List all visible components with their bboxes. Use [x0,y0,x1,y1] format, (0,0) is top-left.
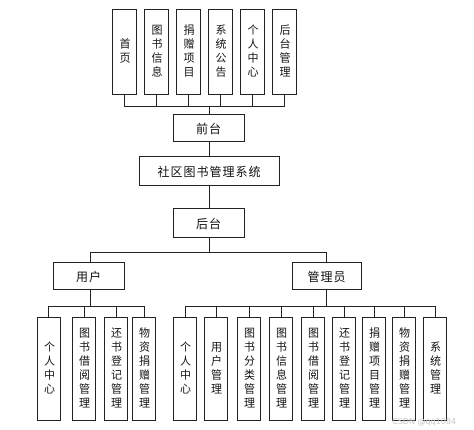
frontend-module-label: 捐赠项目 [182,24,195,80]
admin-module-label: 捐赠项目管理 [367,327,381,411]
connector-line [344,306,345,317]
connector-line [90,290,91,306]
frontend-module-donation-projects: 捐赠项目 [176,9,201,95]
frontend-module-label: 后台管理 [278,24,291,80]
admin-module-borrow-management: 图书借阅管理 [301,317,325,421]
connector-line [326,290,327,306]
connector-line [124,95,125,106]
admin-module-label: 用户管理 [209,341,223,397]
frontend-label: 前台 [195,121,222,136]
frontend-module-label: 个人中心 [246,24,259,80]
connector-line [144,306,145,317]
connector-line [313,306,314,317]
admin-module-book-info-management: 图书信息管理 [269,317,293,421]
admin-module-return-registration: 还书登记管理 [332,317,356,421]
watermark: CSDN @qq1084 [392,417,456,426]
user-module-label: 个人中心 [42,341,56,397]
watermark-text: CSDN @qq1084 [392,417,456,426]
connector-line [281,306,282,317]
connector-line [404,306,405,317]
connector-line [374,306,375,317]
connector-line [188,95,189,106]
backend-label: 后台 [195,216,222,231]
user-module-donation-management: 物资捐赠管理 [132,317,156,421]
connector-bus [124,106,285,107]
admin-module-personal-center: 个人中心 [173,317,197,421]
connector-line [220,95,221,106]
user-module-label: 物资捐赠管理 [137,327,151,411]
frontend-module-book-info: 图书信息 [144,9,169,95]
backend-node: 后台 [173,208,245,238]
connector-bus [90,252,327,253]
user-module-label: 图书借阅管理 [77,327,91,411]
admin-module-label: 图书分类管理 [242,327,256,411]
connector-line [249,306,250,317]
connector-line [185,306,186,317]
role-user-node: 用户 [53,262,125,290]
user-module-return-registration: 还书登记管理 [104,317,128,421]
connector-line [216,306,217,317]
connector-line [116,306,117,317]
connector-line [326,252,327,262]
admin-module-label: 个人中心 [178,341,192,397]
admin-module-donation-management: 物资捐赠管理 [392,317,416,421]
frontend-module-announcements: 系统公告 [208,9,233,95]
frontend-module-personal-center: 个人中心 [240,9,265,95]
connector-bus [185,306,436,307]
frontend-module-label: 系统公告 [214,24,227,80]
frontend-module-home: 首页 [112,9,137,95]
connector-line [48,306,49,317]
frontend-node: 前台 [173,114,245,142]
admin-module-label: 系统管理 [428,341,442,397]
connector-line [209,106,210,114]
system-root-node: 社区图书管理系统 [139,156,280,186]
admin-module-category-management: 图书分类管理 [237,317,261,421]
admin-module-label: 还书登记管理 [337,327,351,411]
frontend-module-label: 首页 [118,38,131,66]
system-title: 社区图书管理系统 [157,164,262,179]
connector-line [84,306,85,317]
role-admin-label: 管理员 [307,269,347,284]
connector-line [209,142,210,156]
connector-line [435,306,436,317]
admin-module-system-management: 系统管理 [423,317,447,421]
frontend-module-label: 图书信息 [150,24,163,80]
admin-module-donation-project-management: 捐赠项目管理 [362,317,386,421]
admin-module-label: 物资捐赠管理 [397,327,411,411]
user-module-personal-center: 个人中心 [37,317,61,421]
admin-module-user-management: 用户管理 [204,317,228,421]
connector-line [209,186,210,208]
role-user-label: 用户 [75,269,102,284]
admin-module-label: 图书借阅管理 [306,327,320,411]
connector-line [156,95,157,106]
user-module-label: 还书登记管理 [109,327,123,411]
user-module-borrow-management: 图书借阅管理 [72,317,96,421]
connector-bus [48,306,144,307]
connector-line [90,252,91,262]
connector-line [209,238,210,252]
role-admin-node: 管理员 [292,262,362,290]
admin-module-label: 图书信息管理 [274,327,288,411]
frontend-module-backend-admin: 后台管理 [272,9,297,95]
connector-line [252,95,253,106]
connector-line [284,95,285,106]
